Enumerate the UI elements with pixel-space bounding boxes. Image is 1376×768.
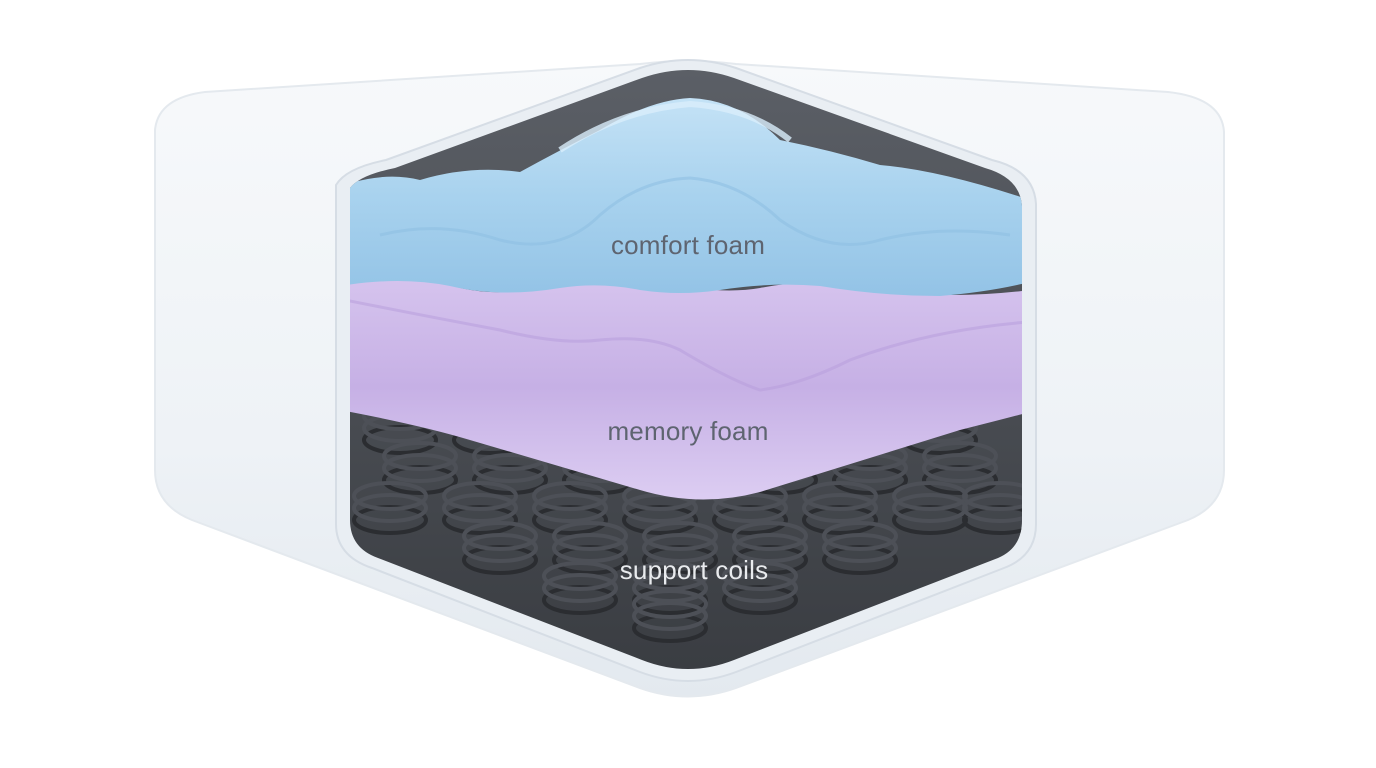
comfort-foam-ridge [379, 176, 1011, 246]
coil-spring-ring [352, 493, 428, 523]
coil-spring-ring [822, 521, 898, 551]
coil-spring-ring [642, 521, 718, 551]
coil-spring-ring [542, 573, 618, 603]
memory-foam-label: memory foam [607, 416, 769, 446]
coil-spring-ring [712, 493, 788, 523]
coil-spring-ring [532, 493, 608, 523]
coil-spring-ring [642, 533, 718, 563]
coil-spring-ring [542, 561, 618, 591]
comfort-foam-highlight [558, 100, 792, 153]
coil-spring-ring [802, 481, 878, 511]
coil-spring-ring [442, 493, 518, 523]
memory-foam-layer [350, 274, 1022, 500]
coil-spring-ring [732, 521, 808, 551]
memory-foam-top-dip [350, 298, 1022, 392]
coil-spring-ring [632, 601, 708, 631]
coil-spring-ring [382, 441, 458, 471]
comfort-foam-layer [350, 98, 1022, 296]
coil-spring-ring [962, 481, 1022, 511]
coil-spring-ring [722, 573, 798, 603]
coil-spring-ring [722, 561, 798, 591]
coil-spring-ring [552, 533, 628, 563]
coil-spring-ring [732, 533, 808, 563]
coil-spring-ring [442, 481, 518, 511]
support-coils-label: support coils [619, 555, 769, 585]
coil-spring-ring [352, 481, 428, 511]
coil-spring-ring [632, 589, 708, 619]
coil-spring-ring [922, 441, 998, 471]
comfort-foam-label: comfort foam [610, 230, 766, 260]
coil-spring-ring [462, 521, 538, 551]
coil-spring-ring [382, 453, 458, 483]
coil-spring-ring [552, 521, 628, 551]
coil-spring-ring [822, 533, 898, 563]
coil-spring-ring [962, 493, 1022, 523]
coil-spring-ring [802, 493, 878, 523]
coil-spring-ring [462, 533, 538, 563]
coil-spring-ring [532, 481, 608, 511]
coil-spring-ring [472, 453, 548, 483]
coil-spring-ring [922, 453, 998, 483]
